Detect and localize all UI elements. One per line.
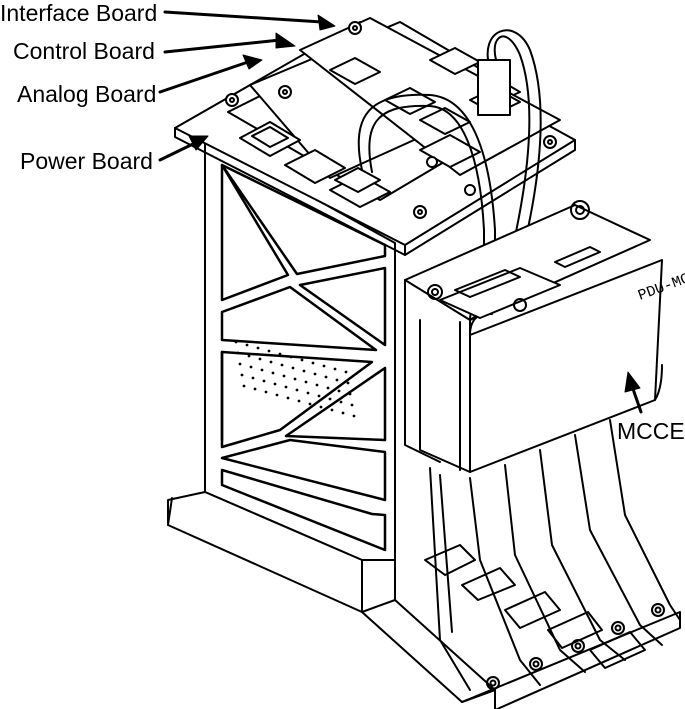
vent-hole — [350, 403, 354, 407]
vent-hole — [242, 384, 246, 388]
arrow-analog-board — [158, 60, 250, 94]
arrow-control-board — [163, 38, 282, 54]
vent-hole — [289, 355, 293, 359]
vent-hole — [339, 400, 343, 404]
vent-hole — [328, 397, 332, 401]
mcce-module — [404, 200, 663, 473]
vent-hole — [341, 411, 345, 415]
vent-hole — [282, 374, 286, 378]
vent-hole — [319, 405, 323, 409]
vent-hole — [291, 366, 295, 370]
truss-cutouts — [220, 163, 387, 552]
vent-hole — [326, 386, 330, 390]
vent-hole — [256, 346, 260, 350]
support-legs — [424, 419, 681, 709]
vent-hole — [308, 402, 312, 406]
arrow-power-board — [158, 141, 197, 162]
vent-hole — [306, 391, 310, 395]
vent-hole — [267, 349, 271, 353]
vent-hole — [313, 372, 317, 376]
vent-hole — [253, 387, 257, 391]
vent-hole — [249, 365, 253, 369]
vent-hole — [330, 408, 334, 412]
vent-hole — [346, 381, 350, 385]
vent-hole — [337, 389, 341, 393]
vent-hole — [269, 360, 273, 364]
power-board-label: Power Board — [20, 148, 153, 174]
control-board-label: Control Board — [13, 38, 155, 64]
vent-hole — [245, 343, 249, 347]
vent-hole — [260, 368, 264, 372]
vent-hole — [333, 367, 337, 371]
vent-hole — [262, 379, 266, 383]
vent-hole — [258, 357, 262, 361]
cables — [357, 29, 542, 301]
vent-hole — [286, 396, 290, 400]
vent-hole — [302, 369, 306, 373]
interface-board-label: Interface Board — [0, 0, 158, 26]
vent-hole — [295, 388, 299, 392]
vent-hole — [284, 385, 288, 389]
vent-hole — [322, 364, 326, 368]
vent-hole — [240, 373, 244, 377]
vent-hole — [293, 377, 297, 381]
vent-hole — [304, 380, 308, 384]
vent-hole — [348, 392, 352, 396]
vent-hole — [315, 383, 319, 387]
vent-hole — [234, 340, 238, 344]
analog-board-label: Analog Board — [17, 81, 157, 107]
vent-hole — [271, 371, 275, 375]
vent-hole — [311, 361, 315, 365]
arrow-interface-board — [163, 10, 324, 24]
chassis — [167, 137, 496, 709]
vent-hole — [352, 414, 356, 418]
vent-hole — [275, 393, 279, 397]
vent-hole — [300, 358, 304, 362]
vent-hole — [317, 394, 321, 398]
vent-hole — [247, 354, 251, 358]
vent-hole — [238, 362, 242, 366]
callout-arrows — [158, 10, 643, 414]
vent-hole — [273, 382, 277, 386]
vent-hole — [297, 399, 301, 403]
vent-holes — [234, 340, 356, 418]
vent-hole — [264, 390, 268, 394]
mcce-label: MCCE — [617, 418, 685, 444]
vent-hole — [251, 376, 255, 380]
vent-hole — [280, 363, 284, 367]
vent-hole — [278, 352, 282, 356]
arrow-mcce — [630, 384, 643, 414]
vent-hole — [324, 375, 328, 379]
vent-hole — [344, 370, 348, 374]
vent-hole — [236, 351, 240, 355]
vent-hole — [335, 378, 339, 382]
